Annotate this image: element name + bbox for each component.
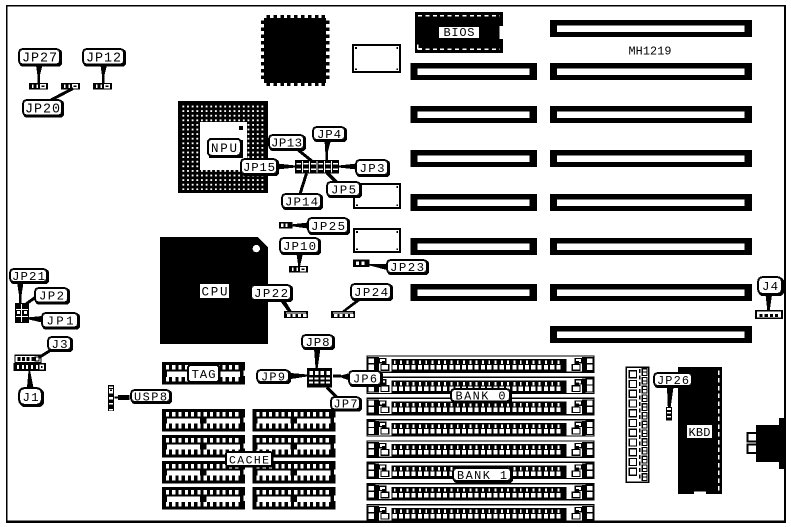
svg-text:J1: J1 (23, 391, 39, 405)
svg-text:USP8: USP8 (134, 390, 167, 404)
svg-text:JP23: JP23 (390, 261, 424, 275)
svg-text:TAG: TAG (192, 368, 216, 382)
svg-text:JP1: JP1 (47, 315, 74, 329)
svg-text:JP27: JP27 (22, 52, 57, 67)
svg-text:BIOS: BIOS (444, 26, 475, 40)
svg-text:JP6: JP6 (353, 372, 377, 386)
svg-text:JP7: JP7 (334, 398, 358, 412)
svg-text:JP4: JP4 (317, 128, 341, 142)
svg-text:JP20: JP20 (25, 103, 60, 118)
svg-text:J3: J3 (52, 338, 68, 352)
svg-text:BANK 0: BANK 0 (456, 390, 506, 404)
svg-text:JP22: JP22 (254, 287, 288, 301)
svg-text:MH1219: MH1219 (629, 44, 672, 58)
svg-text:JP24: JP24 (354, 286, 388, 300)
svg-text:JP2: JP2 (39, 290, 64, 304)
svg-text:JP3: JP3 (360, 162, 385, 176)
svg-text:NPU: NPU (211, 142, 237, 156)
svg-text:JP10: JP10 (283, 240, 316, 254)
svg-text:JP5: JP5 (331, 183, 356, 197)
svg-text:JP13: JP13 (271, 136, 302, 150)
svg-text:JP15: JP15 (243, 161, 275, 175)
svg-text:J4: J4 (762, 280, 778, 294)
svg-text:JP12: JP12 (86, 52, 121, 67)
svg-text:CACHE: CACHE (229, 456, 269, 468)
svg-text:JP14: JP14 (285, 195, 318, 209)
svg-text:KBD: KBD (689, 426, 711, 440)
svg-text:JP8: JP8 (306, 336, 330, 350)
svg-text:CPU: CPU (202, 285, 228, 299)
svg-text:JP9: JP9 (261, 370, 285, 384)
svg-text:JP25: JP25 (311, 220, 345, 234)
svg-text:BANK 1: BANK 1 (457, 469, 507, 483)
svg-text:JP21: JP21 (12, 270, 45, 284)
svg-text:JP26: JP26 (657, 374, 689, 388)
